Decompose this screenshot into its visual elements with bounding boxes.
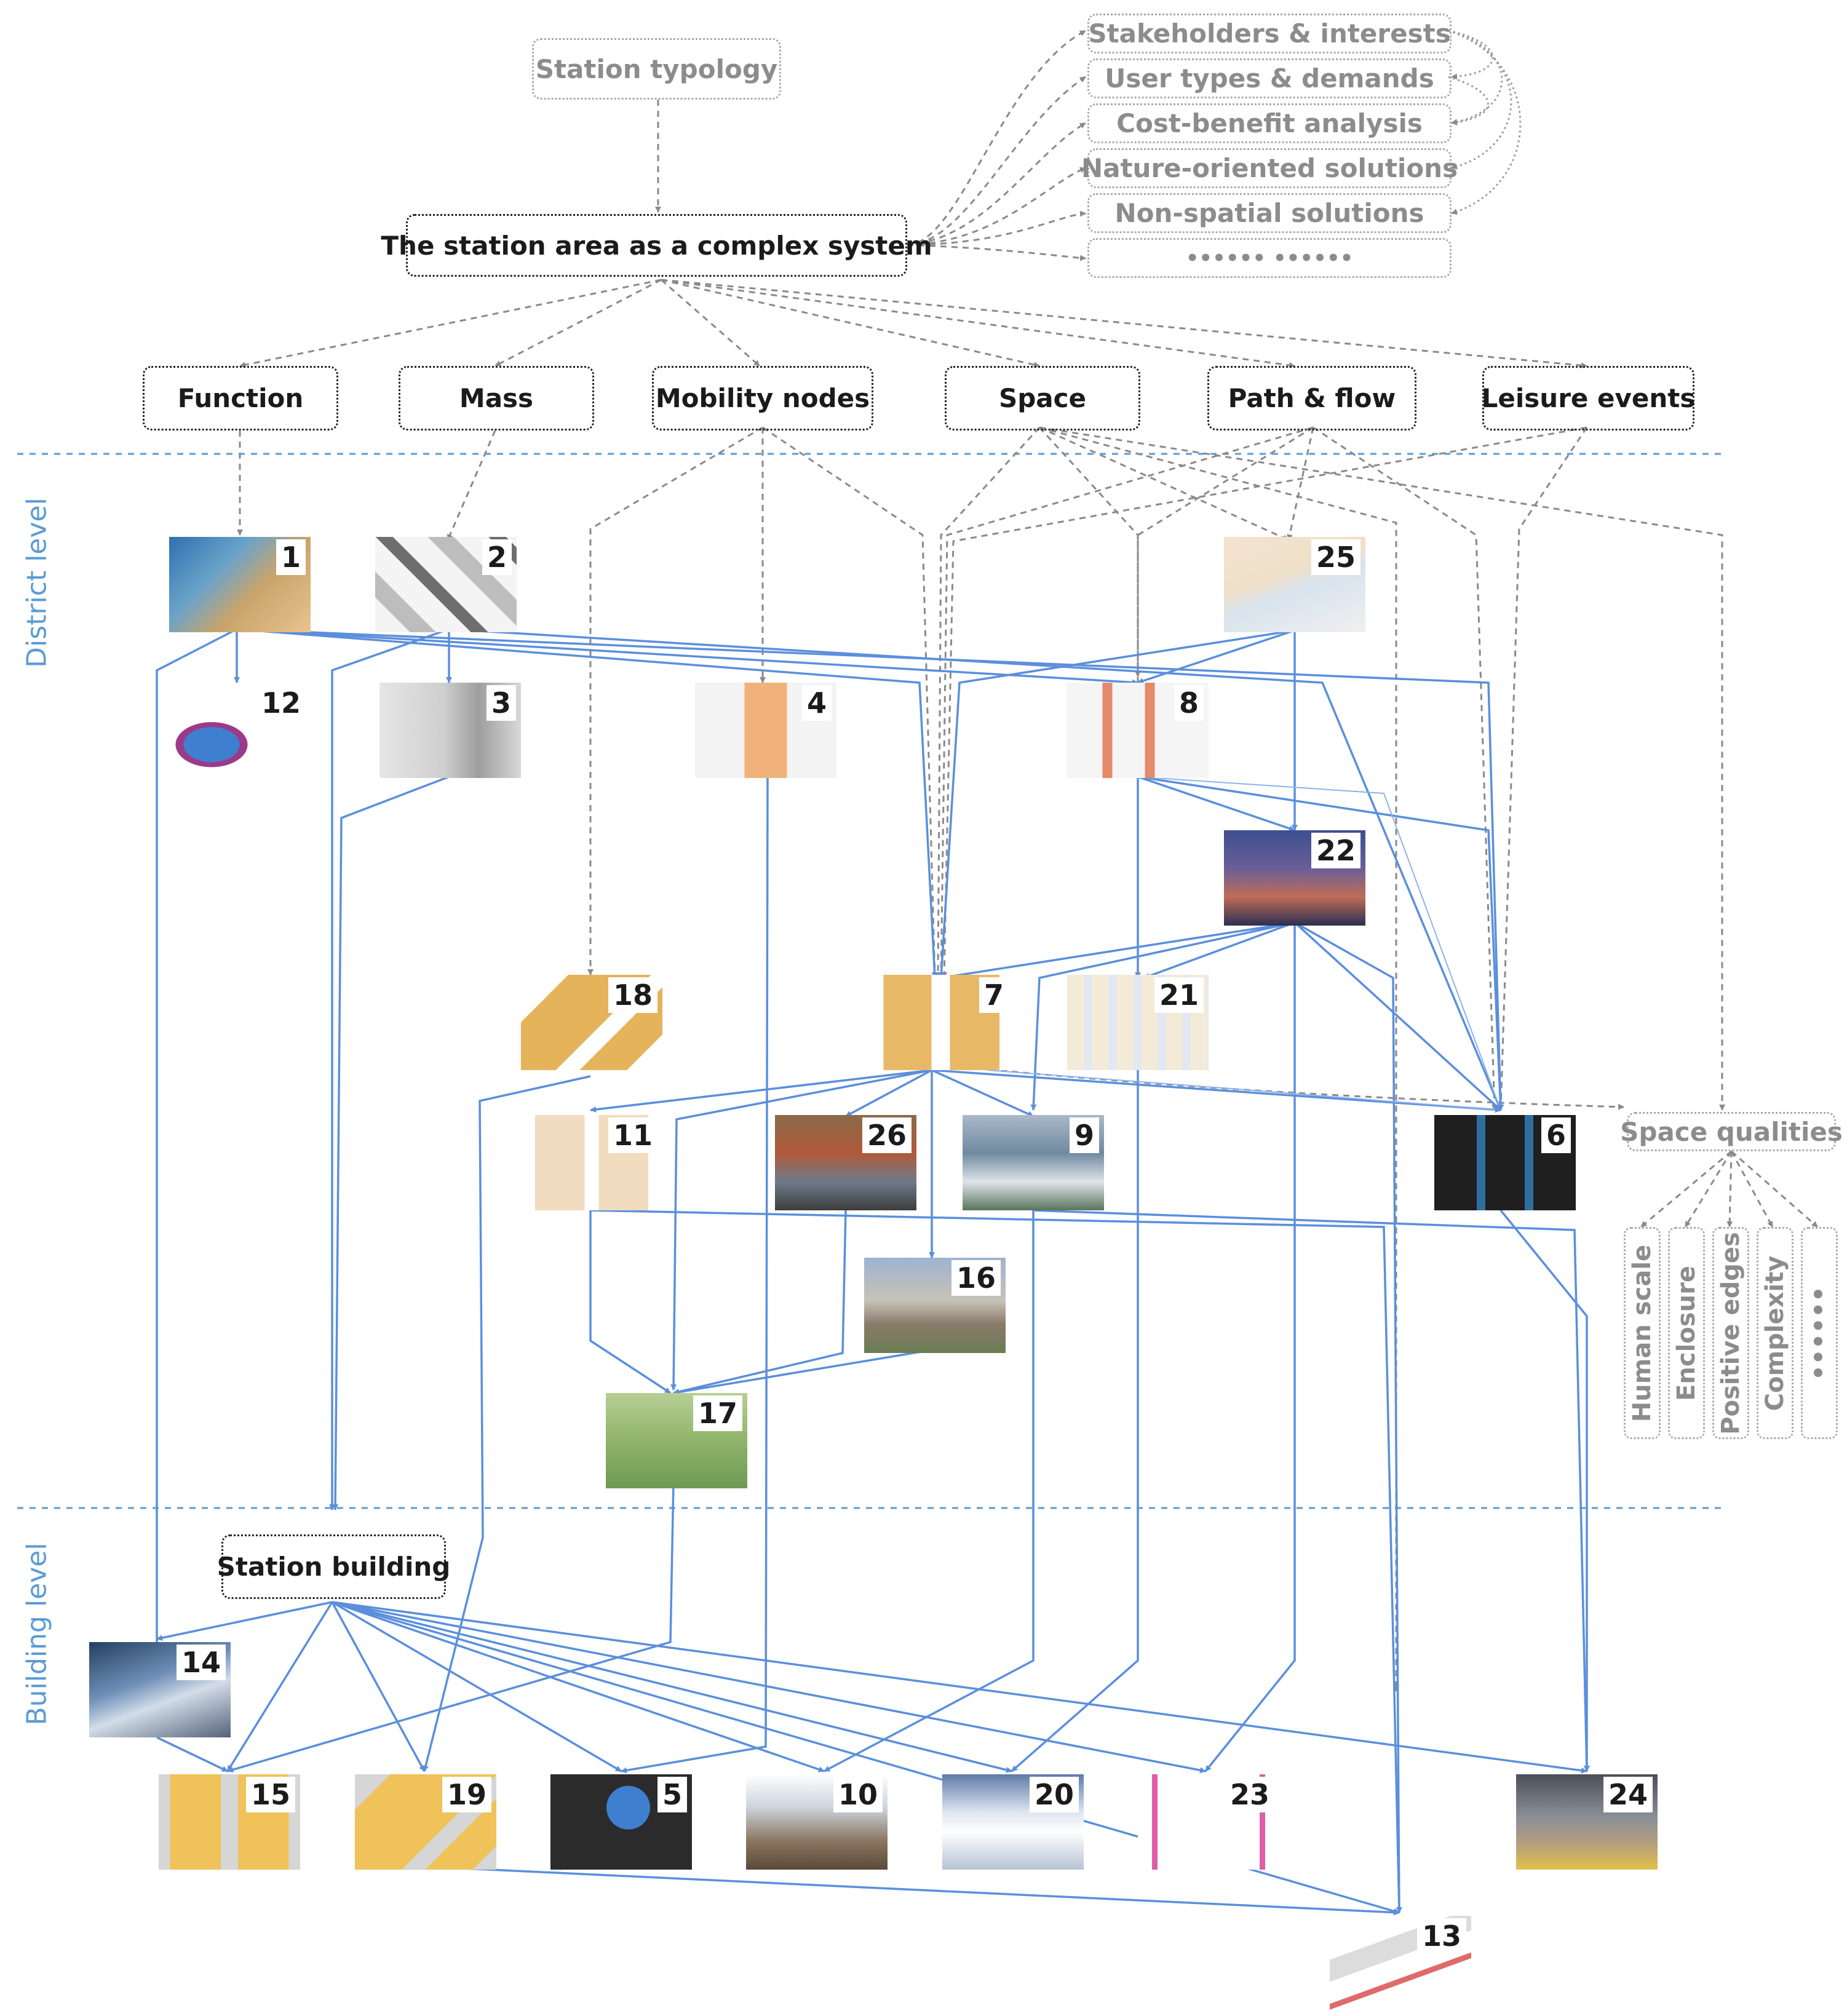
case-tile-12[interactable]: 12: [169, 683, 311, 778]
category-mass[interactable]: Mass: [399, 366, 594, 431]
case-23-number: 23: [1225, 1777, 1274, 1812]
case-25-number: 25: [1311, 539, 1360, 575]
aspect-non-spatial[interactable]: Non-spatial solutions: [1087, 193, 1452, 233]
case-7-number: 7: [979, 977, 1009, 1013]
case-11-number: 11: [608, 1117, 657, 1153]
case-21-number: 21: [1154, 977, 1204, 1013]
case-tile-17[interactable]: 17: [606, 1393, 747, 1488]
case-tile-9[interactable]: 9: [963, 1115, 1104, 1210]
case-13-number: 13: [1416, 1918, 1466, 1954]
category-leisure-events[interactable]: Leisure events: [1482, 366, 1695, 431]
case-2-number: 2: [482, 539, 512, 575]
district-level-label: District level: [21, 498, 53, 668]
case-tile-25[interactable]: 25: [1224, 537, 1365, 632]
case-9-number: 9: [1069, 1117, 1099, 1153]
case-15-number: 15: [245, 1777, 295, 1812]
case-tile-15[interactable]: 15: [159, 1774, 300, 1870]
case-tile-5[interactable]: 5: [550, 1774, 692, 1870]
case-tile-22[interactable]: 22: [1224, 830, 1365, 926]
case-17-number: 17: [693, 1395, 742, 1431]
case-tile-20[interactable]: 20: [942, 1774, 1084, 1870]
case-tile-23[interactable]: 23: [1138, 1774, 1279, 1870]
quality-enclosure[interactable]: Enclosure: [1668, 1227, 1705, 1439]
case-tile-14[interactable]: 14: [89, 1642, 231, 1737]
case-tile-18[interactable]: 18: [521, 975, 662, 1070]
complex-system-box[interactable]: The station area as a complex system: [381, 214, 932, 277]
case-tile-1[interactable]: 1: [169, 537, 311, 632]
case-1-number: 1: [276, 539, 306, 575]
aspect-cost-benefit[interactable]: Cost-benefit analysis: [1087, 103, 1452, 143]
aspect-nature-oriented[interactable]: Nature-oriented solutions: [1081, 148, 1458, 188]
building-level-label: Building level: [21, 1542, 53, 1726]
space-qualities-box[interactable]: Space qualities: [1620, 1112, 1843, 1151]
case-18-number: 18: [608, 977, 657, 1013]
aspect-more[interactable]: •••••• ••••••: [1087, 238, 1452, 278]
case-6-number: 6: [1541, 1117, 1571, 1153]
case-20-number: 20: [1029, 1777, 1079, 1812]
case-5-number: 5: [657, 1777, 687, 1812]
case-16-number: 16: [951, 1260, 1001, 1296]
case-24-number: 24: [1603, 1777, 1653, 1812]
station-typology-box[interactable]: Station typology: [532, 38, 781, 100]
case-10-number: 10: [833, 1777, 883, 1812]
quality-positive-edges[interactable]: Positive edges: [1712, 1227, 1749, 1439]
case-tile-19[interactable]: 19: [355, 1774, 496, 1870]
case-tile-7[interactable]: 7: [872, 975, 1014, 1070]
category-function[interactable]: Function: [143, 366, 338, 431]
case-8-number: 8: [1174, 685, 1204, 721]
case-tile-24[interactable]: 24: [1516, 1774, 1658, 1870]
case-3-number: 3: [486, 685, 516, 721]
case-tile-21[interactable]: 21: [1067, 975, 1209, 1070]
case-tile-3[interactable]: 3: [379, 683, 521, 778]
quality-complexity[interactable]: Complexity: [1757, 1227, 1793, 1439]
case-26-number: 26: [862, 1117, 912, 1153]
case-22-number: 22: [1311, 833, 1360, 868]
case-tile-11[interactable]: 11: [521, 1115, 662, 1210]
case-tile-16[interactable]: 16: [864, 1258, 1006, 1353]
case-4-number: 4: [801, 685, 832, 721]
case-tile-4[interactable]: 4: [695, 683, 836, 778]
case-tile-26[interactable]: 26: [775, 1115, 916, 1210]
category-space[interactable]: Space: [945, 366, 1140, 431]
quality-human-scale[interactable]: Human scale: [1624, 1227, 1661, 1439]
case-tile-13[interactable]: 13: [1330, 1916, 1471, 2011]
station-building-box[interactable]: Station building: [217, 1534, 450, 1599]
aspect-stakeholders[interactable]: Stakeholders & interests: [1087, 14, 1452, 54]
case-tile-10[interactable]: 10: [746, 1774, 888, 1870]
quality-more[interactable]: ••••••: [1801, 1227, 1838, 1439]
case-12-number: 12: [256, 685, 306, 721]
category-path-flow[interactable]: Path & flow: [1207, 366, 1416, 431]
category-mobility-nodes[interactable]: Mobility nodes: [652, 366, 873, 431]
aspect-user-types[interactable]: User types & demands: [1087, 58, 1452, 98]
case-tile-6[interactable]: 6: [1434, 1115, 1576, 1210]
case-19-number: 19: [442, 1777, 491, 1812]
case-14-number: 14: [176, 1645, 226, 1680]
case-tile-2[interactable]: 2: [375, 537, 517, 632]
case-tile-8[interactable]: 8: [1067, 683, 1209, 778]
